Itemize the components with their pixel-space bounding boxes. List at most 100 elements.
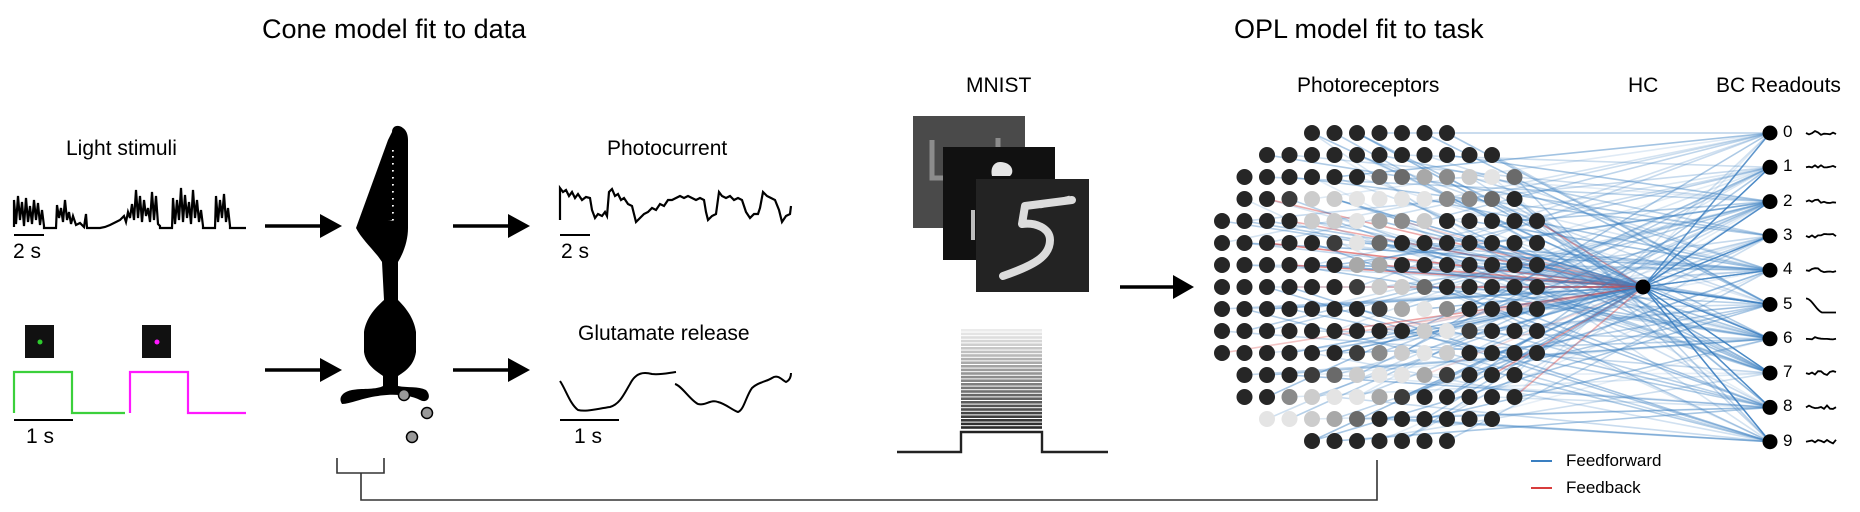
photoreceptor-node [1349, 257, 1365, 273]
flash-level [961, 361, 1042, 364]
bc-readout-node [1762, 331, 1778, 347]
photoreceptor-node [1416, 389, 1433, 405]
feedforward-connection [1424, 264, 1771, 374]
photoreceptor-node [1326, 125, 1343, 141]
photoreceptor-node [1416, 235, 1433, 251]
bc-readout-node [1762, 434, 1778, 450]
green-step-trace [12, 370, 125, 415]
photoreceptor-node [1439, 147, 1455, 163]
feedforward-connection [1469, 264, 1771, 306]
photoreceptor-node [1529, 213, 1545, 229]
photoreceptor-node [1236, 389, 1253, 405]
hc-to-bc-connection [1642, 269, 1771, 288]
photoreceptor-node [1304, 345, 1320, 361]
hc-to-bc-connection [1642, 286, 1771, 408]
bc-readout-label: 3 [1783, 224, 1793, 244]
bc-readout-trace [1805, 164, 1837, 169]
feedforward-connection [1446, 166, 1771, 398]
bc-readout-trace [1805, 198, 1837, 204]
photoreceptor-node [1394, 411, 1410, 427]
photoreceptor-node [1439, 191, 1455, 207]
bc-readout-node [1762, 399, 1778, 415]
hc-to-bc-connection [1642, 286, 1771, 443]
bc-readout-label: 4 [1783, 259, 1793, 279]
hc-to-bc-connection [1642, 286, 1771, 443]
hc-to-bc-connection [1642, 201, 1771, 288]
hc-connection [1221, 286, 1644, 354]
photoreceptor-node [1236, 235, 1253, 251]
photoreceptor-node [1506, 257, 1523, 273]
photoreceptor-node [1416, 147, 1433, 163]
flash-level [961, 347, 1042, 350]
photoreceptor-node [1259, 389, 1275, 405]
hc-connection [1311, 220, 1644, 288]
feedforward-connection [1401, 132, 1771, 354]
photoreceptor-node [1236, 301, 1253, 317]
hc-to-bc-connection [1642, 269, 1771, 288]
hc-to-bc-connection [1642, 166, 1771, 288]
photoreceptor-node [1259, 169, 1275, 185]
hc-connection [1334, 286, 1644, 354]
feedforward-connection [1424, 286, 1771, 306]
glutamate-release-label: Glutamate release [578, 322, 750, 345]
feedforward-connection [1491, 154, 1771, 306]
photoreceptor-node [1394, 323, 1410, 339]
photoreceptor-node [1529, 235, 1545, 251]
feedforward-connection [1536, 303, 1771, 310]
photoreceptor-node [1461, 169, 1478, 185]
photoreceptor-node [1236, 169, 1253, 185]
bc-readouts-label: BC Readouts [1716, 74, 1841, 97]
hc-to-bc-connection [1642, 286, 1771, 306]
feedforward-connection [1446, 166, 1771, 266]
photoreceptor-node [1281, 411, 1298, 427]
hc-to-bc-connection [1642, 286, 1771, 306]
photoreceptor-node [1281, 257, 1298, 273]
photoreceptor-node [1281, 147, 1298, 163]
cone-photoreceptor-icon [340, 125, 429, 405]
feedforward-connection [1446, 166, 1771, 222]
photoreceptor-node [1349, 213, 1365, 229]
hc-connection [1446, 176, 1644, 288]
feedforward-connection [1401, 235, 1771, 442]
photoreceptor-node [1326, 411, 1343, 427]
feedforward-connection [1514, 200, 1771, 222]
arrow-stimuli-to-cone-top [265, 214, 342, 238]
photoreceptor-node [1349, 301, 1365, 317]
photoreceptor-node [1394, 345, 1410, 361]
cone-to-photoreceptor-link [360, 460, 1378, 501]
feedforward-connection [1334, 242, 1771, 306]
photoreceptor-node [1529, 345, 1545, 361]
feedforward-connection [1446, 154, 1771, 203]
feedforward-connection [1469, 220, 1771, 271]
hc-connection [1536, 220, 1644, 288]
flash-level [961, 329, 1042, 332]
flash-level [961, 339, 1042, 343]
hc-connection [1446, 286, 1644, 398]
photoreceptor-node [1439, 125, 1455, 141]
hc-connection [1379, 220, 1644, 288]
hc-to-bc-connection [1642, 286, 1771, 443]
feedforward-connection [1514, 264, 1771, 271]
photoreceptor-node [1236, 279, 1253, 295]
feedforward-connection [1424, 242, 1771, 271]
photoreceptor-node [1326, 323, 1343, 339]
photoreceptor-node [1416, 257, 1433, 273]
feedforward-legend-label: Feedforward [1566, 451, 1662, 470]
photoreceptor-node [1259, 147, 1275, 163]
flash-level [961, 383, 1042, 386]
photoreceptor-node [1394, 301, 1410, 317]
flash-level [961, 350, 1042, 354]
photoreceptor-node [1439, 411, 1455, 427]
photoreceptor-node [1416, 301, 1433, 317]
photoreceptor-node [1281, 191, 1298, 207]
photocurrent-scale-label: 2 s [561, 240, 590, 263]
hc-to-bc-connection [1642, 286, 1771, 408]
flash-level [961, 415, 1042, 418]
flash-level [961, 357, 1042, 361]
photoreceptor-node [1484, 235, 1500, 251]
photoreceptor-node [1349, 345, 1365, 361]
photoreceptor-node [1416, 323, 1433, 339]
photoreceptor-node [1506, 279, 1523, 295]
photoreceptor-node [1371, 213, 1388, 229]
